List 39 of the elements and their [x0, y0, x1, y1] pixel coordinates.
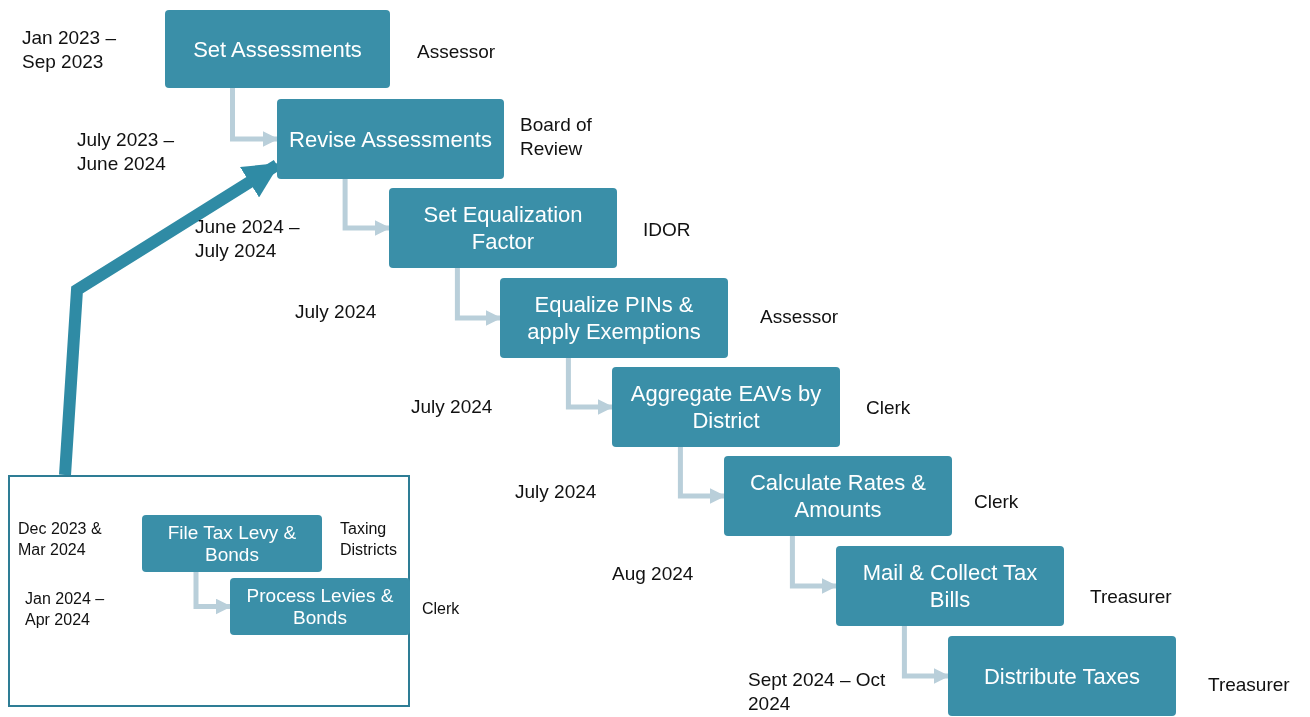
agency-label: Clerk — [974, 490, 1020, 514]
process-box: Revise Assessments — [277, 99, 504, 179]
date-label: July 2024 — [515, 480, 598, 504]
arrow — [342, 179, 391, 236]
inset-frame — [8, 475, 410, 707]
arrow — [565, 358, 614, 415]
date-label: July 2024 — [295, 300, 378, 324]
date-label: Jan 2023 – Sep 2023 — [22, 26, 118, 74]
arrow — [789, 536, 838, 594]
process-box: File Tax Levy & Bonds — [142, 515, 322, 572]
date-label: July 2024 — [411, 395, 494, 419]
process-box: Process Levies & Bonds — [230, 578, 410, 635]
agency-label: Treasurer — [1208, 673, 1291, 697]
arrow — [901, 626, 950, 684]
process-box: Distribute Taxes — [948, 636, 1176, 716]
arrow — [454, 268, 502, 326]
process-box: Calculate Rates & Amounts — [724, 456, 952, 536]
agency-label: Treasurer — [1090, 585, 1173, 609]
agency-label: Clerk — [422, 599, 461, 619]
agency-label: IDOR — [643, 218, 692, 242]
arrow — [230, 88, 279, 147]
arrow — [677, 447, 726, 504]
date-label: Aug 2024 — [612, 562, 695, 586]
process-box: Mail & Collect Tax Bills — [836, 546, 1064, 626]
date-label: Sept 2024 – Oct 2024 — [748, 668, 887, 716]
date-label: July 2023 – June 2024 — [77, 128, 176, 176]
agency-label: Clerk — [866, 396, 912, 420]
agency-label: Assessor — [760, 305, 840, 329]
arrow — [193, 572, 232, 615]
process-box: Set Assessments — [165, 10, 390, 88]
date-label: Jan 2024 – Apr 2024 — [25, 589, 106, 630]
agency-label: Board of Review — [520, 113, 593, 161]
date-label: June 2024 – July 2024 — [195, 215, 301, 263]
process-box: Equalize PINs & apply Exemptions — [500, 278, 728, 358]
agency-label: Taxing Districts — [340, 519, 398, 560]
date-label: Dec 2023 & Mar 2024 — [18, 519, 103, 560]
process-box: Aggregate EAVs by District — [612, 367, 840, 447]
process-box: Set Equalization Factor — [389, 188, 617, 268]
agency-label: Assessor — [417, 40, 497, 64]
